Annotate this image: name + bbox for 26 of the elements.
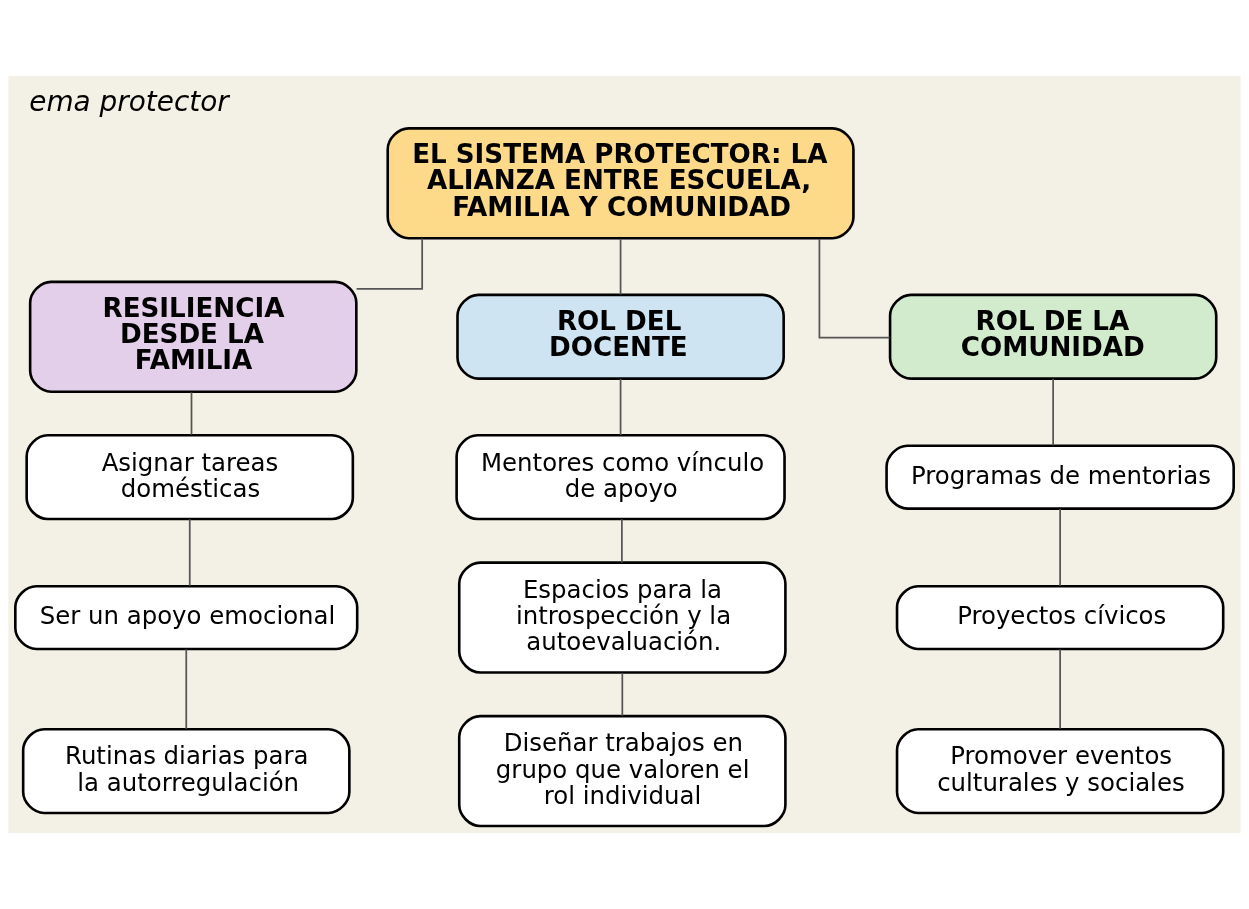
- node-box: Promover eventos culturales y sociales: [895, 727, 1225, 815]
- node-box: Programas de mentorias: [885, 444, 1235, 510]
- connector: [621, 518, 623, 564]
- caption: ema protector: [29, 84, 229, 118]
- connector: [190, 391, 193, 436]
- node-box: EL SISTEMA PROTECTOR: LA ALIANZA ENTRE ESCUELA, FAMILIA Y COMUNIDAD: [386, 127, 855, 240]
- connector: [818, 238, 891, 339]
- node-box: Espacios para la introspección y la autoevaluación.: [457, 561, 787, 674]
- connector: [188, 518, 191, 587]
- connector: [619, 237, 622, 296]
- node-box: Mentores como vínculo de apoyo: [455, 434, 786, 521]
- node-box: Ser un apoyo emocional: [14, 584, 359, 651]
- node-box: ROL DEL DOCENTE: [456, 293, 785, 380]
- connector: [1059, 508, 1061, 587]
- connector: [621, 672, 624, 717]
- connector: [1052, 378, 1054, 447]
- node-box: Rutinas diarias para la autorregulación: [21, 727, 351, 815]
- node-box: Asignar tareas domésticas: [25, 434, 355, 521]
- connector: [355, 237, 424, 290]
- node-box: RESILIENCIA DESDE LA FAMILIA: [28, 280, 358, 393]
- connector: [619, 378, 622, 436]
- node-box: Diseñar trabajos en grupo que valoren el rol individual: [457, 714, 787, 828]
- node-box: ROL DE LA COMUNIDAD: [888, 293, 1218, 380]
- node-box: Proyectos cívicos: [895, 584, 1225, 651]
- connector: [185, 648, 188, 730]
- connector: [1059, 648, 1061, 730]
